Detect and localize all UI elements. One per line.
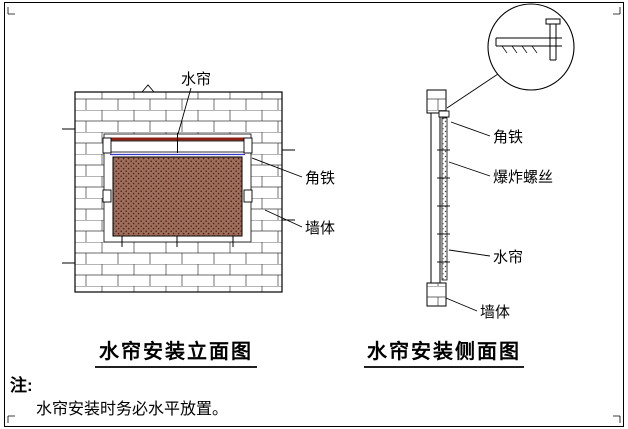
corner-mark: [613, 7, 621, 15]
curtain-label-side: 水帘: [493, 249, 523, 266]
angle-iron-leader: [251, 157, 303, 178]
water-curtain-strip-texture: [442, 118, 447, 280]
curtain-label-elevation: 水帘: [181, 71, 211, 88]
angle-iron-label-elevation: 角铁: [305, 170, 335, 187]
elevation-view: 水帘 角铁 墙体 水帘安装立面图: [62, 71, 335, 368]
detail-circle: [487, 3, 575, 91]
wall-leader: [264, 209, 303, 228]
wall-top-block-hatch: [427, 90, 446, 113]
frame-end-clip: [102, 137, 112, 154]
explosion-bolt-label: 爆炸螺丝: [493, 169, 553, 186]
angle-iron-bracket: [438, 110, 450, 118]
corner-mark: [7, 415, 15, 423]
break-mark: [141, 84, 155, 93]
frame-end-clip: [243, 137, 253, 154]
wall-bottom-block-hatch: [427, 283, 446, 306]
water-curtain-texture: [113, 157, 242, 236]
curtain-leader: [177, 87, 192, 135]
wall-leader-side: [445, 297, 478, 312]
detail-leader: [446, 73, 499, 109]
angle-iron-label-side: 角铁: [493, 129, 523, 146]
explosion-bolt-leader: [448, 161, 491, 177]
note-text: 水帘安装时务必水平放置。: [36, 400, 228, 418]
corner-mark: [7, 7, 15, 15]
detail-hatch: [501, 45, 538, 54]
curtain-leader-side: [448, 249, 491, 257]
page-frame: [4, 2, 624, 427]
side-clip: [243, 189, 253, 203]
note: 注: 水帘安装时务必水平放置。: [10, 375, 228, 418]
side-view: 角铁 爆炸螺丝 水帘 墙体 水帘安装侧面图: [364, 3, 575, 368]
angle-iron-leader-side: [450, 121, 491, 137]
wall-label-side: 墙体: [480, 304, 510, 321]
side-clip: [102, 189, 112, 203]
elevation-view-title: 水帘安装立面图: [99, 339, 253, 363]
detail-bolt-head: [545, 18, 561, 25]
side-view-title: 水帘安装侧面图: [367, 339, 521, 363]
note-prefix: 注:: [10, 375, 33, 395]
corner-mark: [613, 415, 621, 423]
wall-label-elevation: 墙体: [305, 220, 335, 237]
wall-column: [430, 112, 441, 284]
